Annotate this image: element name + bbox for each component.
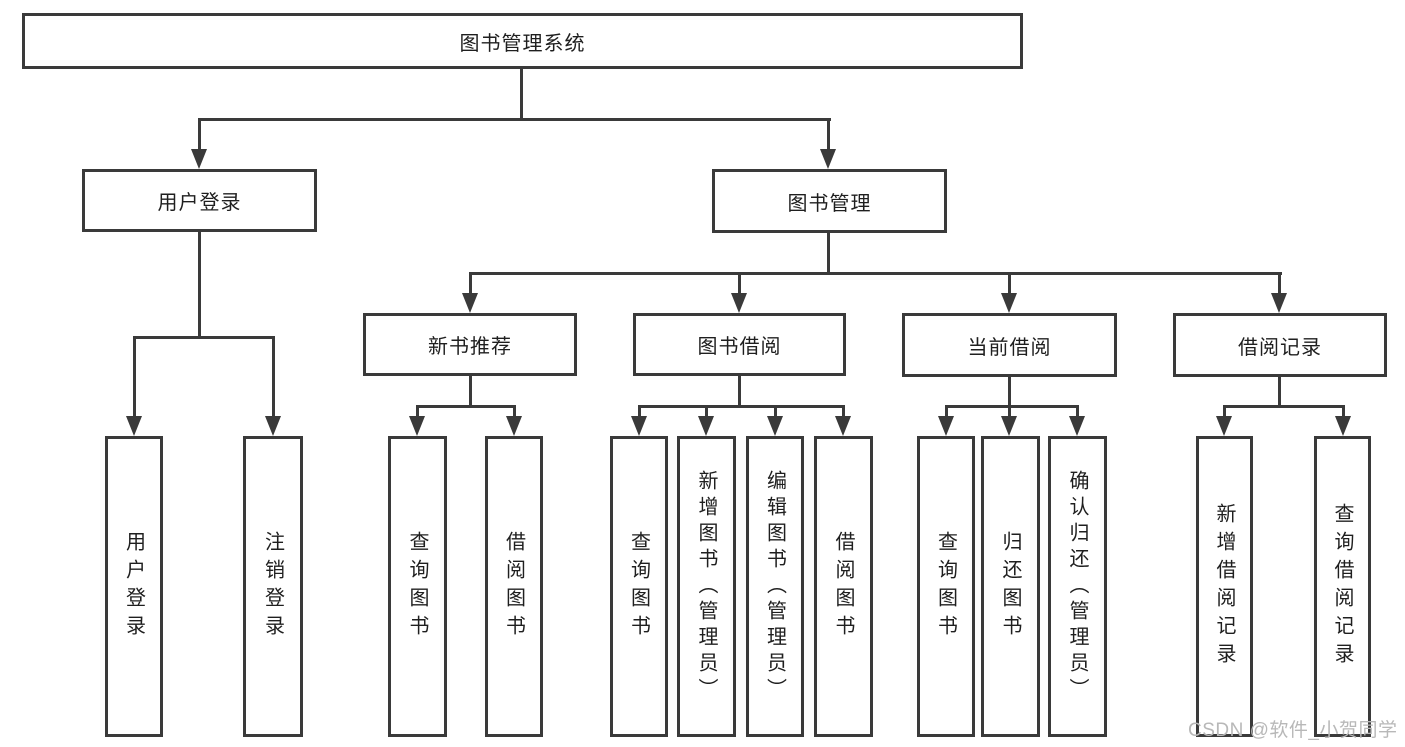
connector-line: [272, 336, 275, 418]
connector-line: [469, 272, 472, 296]
node-library-system: 图书管理系统: [22, 13, 1023, 69]
arrow-down-icon: [1335, 416, 1351, 436]
arrow-down-icon: [1001, 416, 1017, 436]
connector-line: [1008, 377, 1011, 408]
node-book-management-label: 图书管理: [787, 192, 872, 215]
node-book-borrow-label: 图书借阅: [697, 336, 782, 358]
node-current-borrow-label: 当前借阅: [967, 336, 1052, 359]
leaf-br-add-record-label: 新增借阅记录: [1213, 502, 1235, 671]
arrow-down-icon: [698, 416, 714, 436]
connector-line: [1278, 272, 1281, 296]
arrow-down-icon: [820, 149, 836, 169]
connector-line: [1278, 377, 1281, 408]
connector-line: [198, 118, 201, 154]
connector-line: [513, 405, 516, 419]
arrow-down-icon: [1271, 293, 1287, 313]
node-new-book-recommend: 新书推荐: [363, 313, 577, 376]
leaf-bb-edit-books-admin: 编辑图书（管理员）: [746, 436, 804, 737]
watermark: CSDN @软件_小贺同学: [1188, 720, 1398, 741]
connector-line: [133, 336, 275, 339]
arrow-down-icon: [835, 416, 851, 436]
arrow-down-icon: [631, 416, 647, 436]
connector-line: [738, 272, 741, 296]
connector-line: [1008, 272, 1011, 296]
leaf-bb-query-books: 查询图书: [610, 436, 668, 737]
leaf-bb-borrow-books-label: 借阅图书: [832, 530, 854, 643]
connector-line: [198, 118, 831, 121]
connector-line: [469, 376, 472, 408]
arrow-down-icon: [1069, 416, 1085, 436]
connector-line: [1342, 405, 1345, 419]
leaf-br-query-record: 查询借阅记录: [1314, 436, 1371, 737]
connector-line: [1223, 405, 1226, 419]
connector-line: [827, 118, 830, 154]
leaf-cb-return-books: 归还图书: [981, 436, 1040, 737]
connector-line: [827, 233, 830, 275]
connector-line: [1223, 405, 1345, 408]
leaf-bb-query-books-label: 查询图书: [627, 530, 650, 643]
leaf-nb-borrow-books-label: 借阅图书: [502, 530, 525, 643]
arrow-down-icon: [767, 416, 783, 436]
leaf-user-login-label: 用户登录: [122, 530, 145, 643]
connector-line: [638, 405, 845, 408]
arrow-down-icon: [1001, 293, 1017, 313]
connector-line: [945, 405, 1079, 408]
node-book-borrow: 图书借阅: [633, 313, 846, 376]
node-user-login: 用户登录: [82, 169, 317, 232]
leaf-user-login: 用户登录: [105, 436, 163, 737]
leaf-cb-query-books: 查询图书: [917, 436, 975, 737]
connector-line: [638, 405, 641, 419]
connector-line: [1008, 405, 1011, 419]
arrow-down-icon: [938, 416, 954, 436]
node-new-book-recommend-label: 新书推荐: [428, 336, 512, 358]
connector-line: [469, 272, 1282, 275]
leaf-bb-borrow-books: 借阅图书: [814, 436, 873, 737]
node-current-borrow: 当前借阅: [902, 313, 1117, 377]
connector-line: [198, 232, 201, 339]
leaf-nb-borrow-books: 借阅图书: [485, 436, 543, 737]
leaf-br-query-record-label: 查询借阅记录: [1331, 502, 1353, 671]
connector-line: [705, 405, 708, 419]
node-borrow-records-label: 借阅记录: [1238, 336, 1322, 359]
leaf-bb-edit-books-admin-label: 编辑图书（管理员）: [763, 469, 786, 704]
connector-line: [774, 405, 777, 419]
connector-line: [520, 69, 523, 121]
connector-line: [416, 405, 516, 408]
arrow-down-icon: [191, 149, 207, 169]
connector-line: [945, 405, 948, 419]
leaf-bb-add-books-admin-label: 新增图书（管理员）: [695, 469, 717, 704]
node-borrow-records: 借阅记录: [1173, 313, 1387, 377]
leaf-cb-return-books-label: 归还图书: [999, 530, 1021, 643]
arrow-down-icon: [409, 416, 425, 436]
leaf-nb-query-books: 查询图书: [388, 436, 447, 737]
arrow-down-icon: [506, 416, 522, 436]
connector-line: [738, 376, 741, 408]
connector-line: [133, 336, 136, 418]
node-library-system-label: 图书管理系统: [459, 32, 586, 55]
connector-line: [1076, 405, 1079, 419]
leaf-logout: 注销登录: [243, 436, 303, 737]
arrow-down-icon: [462, 293, 478, 313]
arrow-down-icon: [265, 416, 281, 436]
connector-line: [416, 405, 419, 419]
leaf-nb-query-books-label: 查询图书: [406, 530, 428, 643]
node-book-management: 图书管理: [712, 169, 947, 233]
leaf-br-add-record: 新增借阅记录: [1196, 436, 1253, 737]
arrow-down-icon: [126, 416, 142, 436]
arrow-down-icon: [1216, 416, 1232, 436]
leaf-logout-label: 注销登录: [261, 530, 284, 643]
connector-line: [842, 405, 845, 419]
arrow-down-icon: [731, 293, 747, 313]
leaf-cb-confirm-return-admin: 确认归还（管理员）: [1048, 436, 1107, 737]
leaf-bb-add-books-admin: 新增图书（管理员）: [677, 436, 736, 737]
leaf-cb-query-books-label: 查询图书: [934, 530, 957, 643]
leaf-cb-confirm-return-admin-label: 确认归还（管理员）: [1066, 469, 1088, 704]
node-user-login-label: 用户登录: [157, 192, 242, 214]
